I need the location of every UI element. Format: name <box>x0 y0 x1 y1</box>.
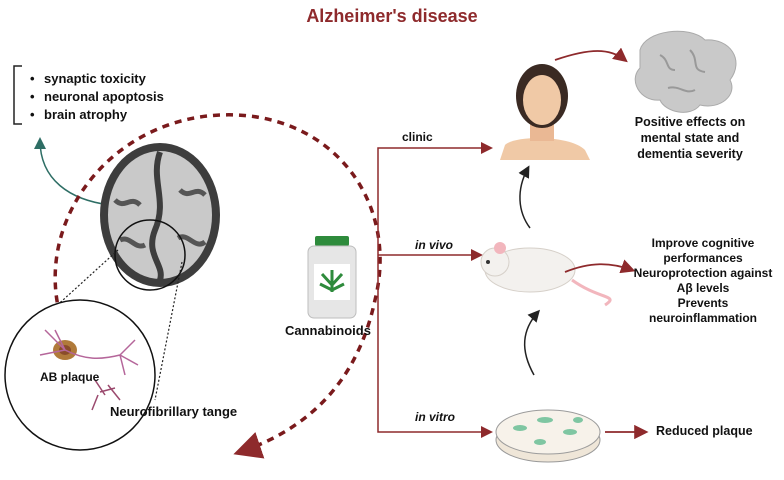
route-clinic-label: clinic <box>402 130 433 144</box>
outcome-line: mental state and <box>640 131 740 145</box>
outcome-line: neuroinflammation <box>648 311 757 325</box>
tangle-label: Neurofibrillary tange <box>110 404 238 419</box>
outcome-line: Prevents <box>677 296 729 310</box>
neuron-zoom-circle <box>4 299 156 451</box>
brain-mri-icon <box>100 143 220 291</box>
invitro-outcome-text: Reduced plaque <box>656 424 753 438</box>
cannabinoids-label: Cannabinoids <box>285 323 371 338</box>
dashed-cycle-arrow <box>53 113 382 459</box>
route-invivo-label: in vivo <box>415 238 454 252</box>
outcome-line: dementia severity <box>637 147 743 161</box>
plaque-label: AB plaque <box>40 370 100 384</box>
brain-outcome-icon <box>634 30 737 113</box>
clinic-outcome-text: Positive effects on mental state and dem… <box>615 114 765 162</box>
teal-arrow <box>34 137 111 206</box>
route-invitro-label: in vitro <box>415 410 456 424</box>
cannabinoid-bottle-icon <box>307 236 357 319</box>
petri-dish-icon <box>495 409 601 463</box>
patient-icon <box>500 64 590 160</box>
mouse-icon <box>480 242 612 307</box>
invivo-outcome-text: Improve cognitive performances Neuroprot… <box>628 236 778 326</box>
symptom-item: neuronal apoptosis <box>30 88 164 106</box>
outcome-line: performances <box>663 251 743 265</box>
outcome-line: Aβ levels <box>676 281 730 295</box>
outcome-line: Positive effects on <box>634 115 746 129</box>
symptom-item: synaptic toxicity <box>30 70 164 88</box>
diagram-title: Alzheimer's disease <box>306 6 478 26</box>
symptom-list: synaptic toxicity neuronal apoptosis bra… <box>30 70 164 124</box>
symptom-item: brain atrophy <box>30 106 164 124</box>
symptom-bracket <box>13 65 22 125</box>
outcome-line: Neuroprotection against <box>633 266 773 280</box>
outcome-line: Improve cognitive <box>651 236 755 250</box>
